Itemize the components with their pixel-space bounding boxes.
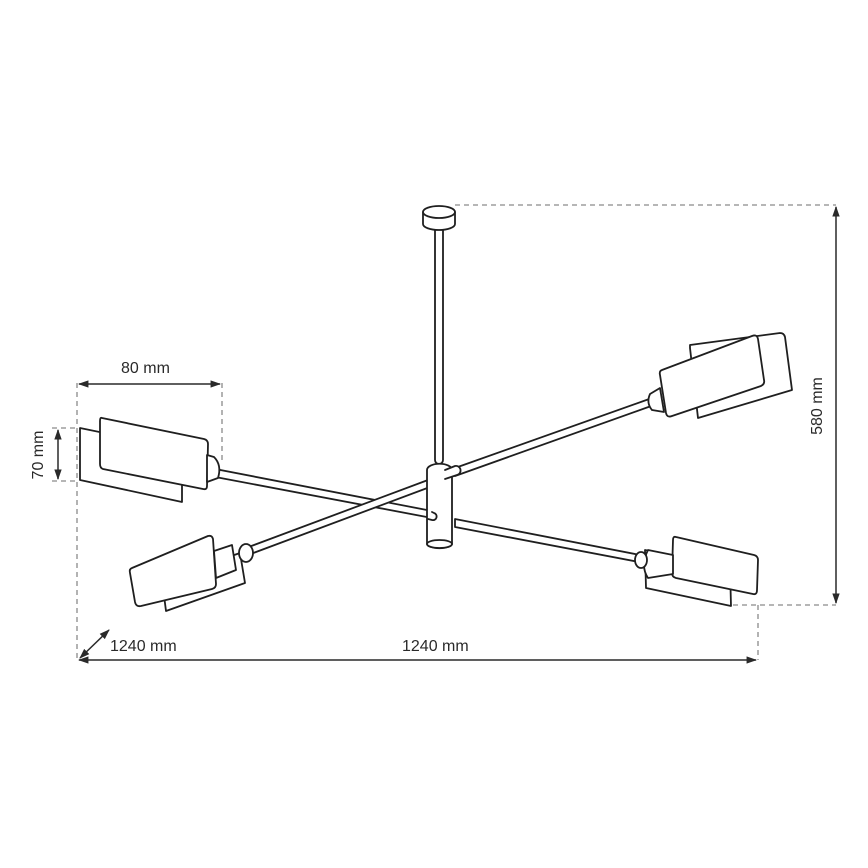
arm-lower-right-segment: [454, 518, 641, 563]
dim-depth: [79, 629, 110, 659]
central-hub: [426, 462, 462, 550]
extension-lines: [52, 204, 836, 660]
dim-label-depth: 1240 mm: [110, 638, 177, 655]
dimension-lines: [54, 205, 840, 664]
arm-upper-right-segment: [454, 397, 655, 477]
arm-lower-left-segment: [245, 479, 431, 556]
dim-label-shade-width: 80 mm: [121, 360, 170, 377]
shade-lower-right: [634, 535, 759, 607]
vertical-rod: [434, 225, 444, 465]
dim-label-width: 1240 mm: [402, 638, 469, 655]
dim-label-total-height: 580 mm: [809, 377, 826, 435]
ceiling-canopy: [422, 205, 456, 231]
dim-label-shade-height: 70 mm: [30, 430, 47, 480]
lamp: [79, 205, 793, 612]
shade-lower-left: [128, 534, 254, 612]
shade-upper-right: [647, 332, 793, 419]
shade-upper-left: [79, 416, 221, 503]
